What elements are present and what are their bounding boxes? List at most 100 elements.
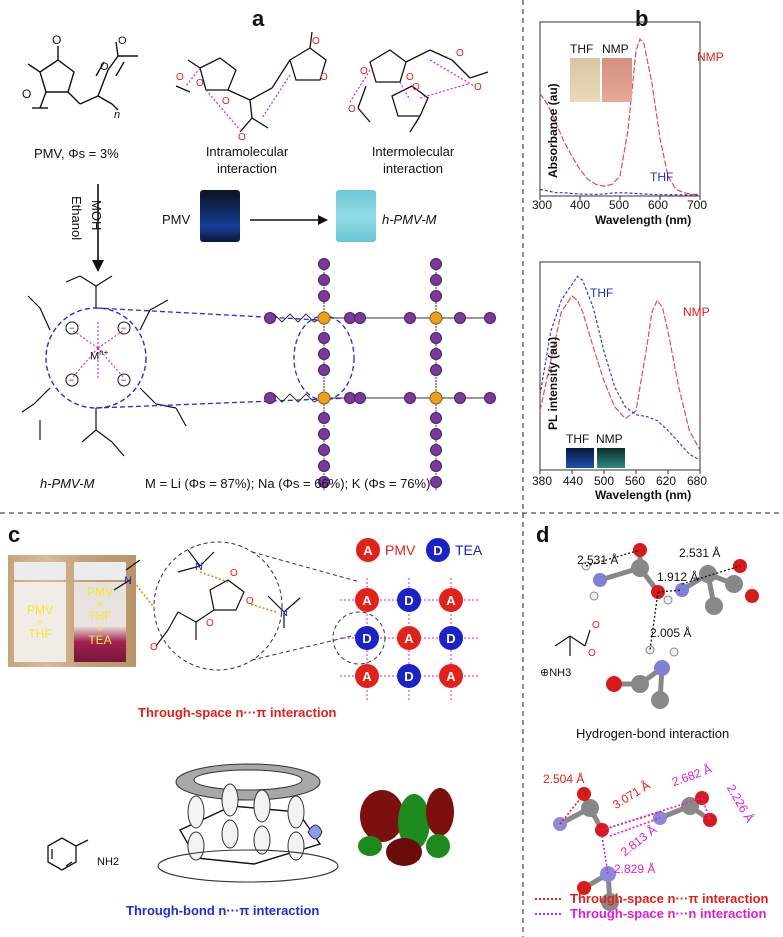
n-subscript: n	[114, 109, 120, 121]
carboxylate-bead	[454, 312, 466, 324]
pl-tick: 500	[594, 474, 615, 488]
panel-a-structures: O O O O n O O O O O O	[21, 31, 489, 457]
abs-tick: 500	[609, 198, 630, 212]
grid-node	[439, 588, 463, 612]
carboxylate-bead	[354, 392, 366, 404]
carboxylate-bead	[318, 412, 330, 424]
pl-inset-thf-photo	[566, 448, 594, 468]
intramolecular-structure	[175, 31, 327, 133]
svg-text:−: −	[69, 375, 74, 385]
carboxylate-bead	[318, 290, 330, 302]
abs-inset-thf: THF	[570, 42, 594, 56]
svg-text:O: O	[118, 35, 127, 47]
ts-distance-red: 2.504 Å	[543, 772, 585, 786]
hpmvm-caption: h-PMV-M	[40, 476, 95, 491]
carboxylate-bead	[430, 274, 442, 286]
svg-text:O: O	[406, 72, 414, 83]
panel-b-label: b	[635, 6, 649, 31]
intermolecular-caption: Intermolecular interaction	[371, 144, 455, 176]
pl-xlabel: Wavelength (nm)	[595, 488, 692, 502]
legend-d-circle	[426, 538, 450, 562]
pl-chart	[539, 261, 701, 474]
carboxylate-bead	[318, 460, 330, 472]
pmv-vial-photo	[200, 190, 240, 242]
svg-text:−: −	[69, 323, 74, 333]
grid-node	[439, 626, 463, 650]
pl-series-thf: THF	[590, 286, 614, 300]
metal-ion	[429, 391, 443, 405]
absorbance-chart	[539, 21, 701, 200]
orbital-render	[358, 788, 454, 866]
panel-c-drawings: N N N OO OO	[47, 541, 454, 883]
abs-series-nmp: NMP	[697, 50, 724, 64]
ts-distance-mag: 2.829 Å	[614, 862, 656, 876]
svg-text:O: O	[246, 596, 254, 607]
grid-node-label: A	[404, 631, 414, 646]
grid-node-label: A	[446, 669, 456, 684]
legend-through-space-npi: Through-space n···π interaction	[570, 891, 769, 906]
grid-node-label: A	[362, 669, 372, 684]
abs-tick: 400	[570, 198, 591, 212]
svg-text:O: O	[100, 61, 109, 73]
legend-a-letter: A	[363, 543, 373, 558]
metal-ion	[317, 391, 331, 405]
panel-c-label: c	[8, 522, 21, 547]
pl-inset-nmp: NMP	[596, 432, 623, 446]
metal-ion	[317, 311, 331, 325]
pmv-caption: PMV, Φs = 3%	[34, 146, 119, 161]
carboxylate-bead	[430, 348, 442, 360]
carboxylate-bead	[264, 312, 276, 324]
carboxylate-bead	[318, 332, 330, 344]
carboxylate-bead	[430, 332, 442, 344]
svg-text:O: O	[474, 82, 482, 93]
svg-text:N: N	[124, 575, 132, 587]
metal-center: Mn+	[90, 348, 109, 363]
hb-distance: 1.912 Å	[657, 570, 699, 584]
grid-node-label: D	[404, 669, 413, 684]
abs-inset-nmp: NMP	[602, 42, 629, 56]
svg-text:O: O	[592, 620, 600, 631]
vial-pmv-thf-tea	[74, 582, 126, 662]
pmv-vial-label: PMV	[162, 212, 191, 227]
svg-text:N: N	[195, 561, 203, 573]
legend-a-circle	[356, 538, 380, 562]
pl-tick: 620	[656, 474, 677, 488]
grid-node-label: A	[362, 593, 372, 608]
carboxylate-bead	[318, 428, 330, 440]
aniline-structure	[47, 837, 89, 871]
carboxylate-bead	[318, 476, 330, 488]
carboxylate-bead	[430, 412, 442, 424]
vial2-text: PMV+THF+TEA	[86, 585, 113, 647]
grid-node	[397, 588, 421, 612]
svg-text:O: O	[206, 618, 214, 629]
through-space-title: Through-space n···π interaction	[138, 705, 337, 720]
pl-tick: 440	[563, 474, 584, 488]
svg-text:O: O	[222, 96, 230, 107]
carboxylate-bead	[404, 392, 416, 404]
abs-inset-thf-photo	[570, 58, 600, 102]
svg-text:N: N	[280, 607, 288, 619]
legend-a-text: PMV	[385, 542, 416, 558]
pl-series-nmp: NMP	[683, 305, 710, 319]
metal-ion	[429, 311, 443, 325]
carboxylate-bead	[318, 258, 330, 270]
carboxylate-bead	[354, 312, 366, 324]
svg-text:O: O	[312, 36, 320, 47]
zoom-circle	[332, 611, 386, 665]
series-line-nmp	[539, 295, 701, 451]
svg-text:O: O	[320, 72, 328, 83]
grid-node	[397, 664, 421, 688]
carboxylate-bead	[484, 312, 496, 324]
pl-tick: 560	[625, 474, 646, 488]
grid-node	[355, 664, 379, 688]
panel-d-label: d	[536, 522, 550, 547]
abs-inset-nmp-photo	[602, 58, 632, 102]
hb-distance: 2.005 Å	[650, 626, 692, 640]
abs-tick: 700	[687, 198, 708, 212]
vial1-text: PMV+THF	[26, 603, 53, 641]
svg-text:O: O	[238, 132, 246, 143]
svg-text:O: O	[176, 72, 184, 83]
svg-text:O: O	[348, 104, 356, 115]
carboxylate-bead	[430, 290, 442, 302]
grid-node-label: D	[404, 593, 413, 608]
